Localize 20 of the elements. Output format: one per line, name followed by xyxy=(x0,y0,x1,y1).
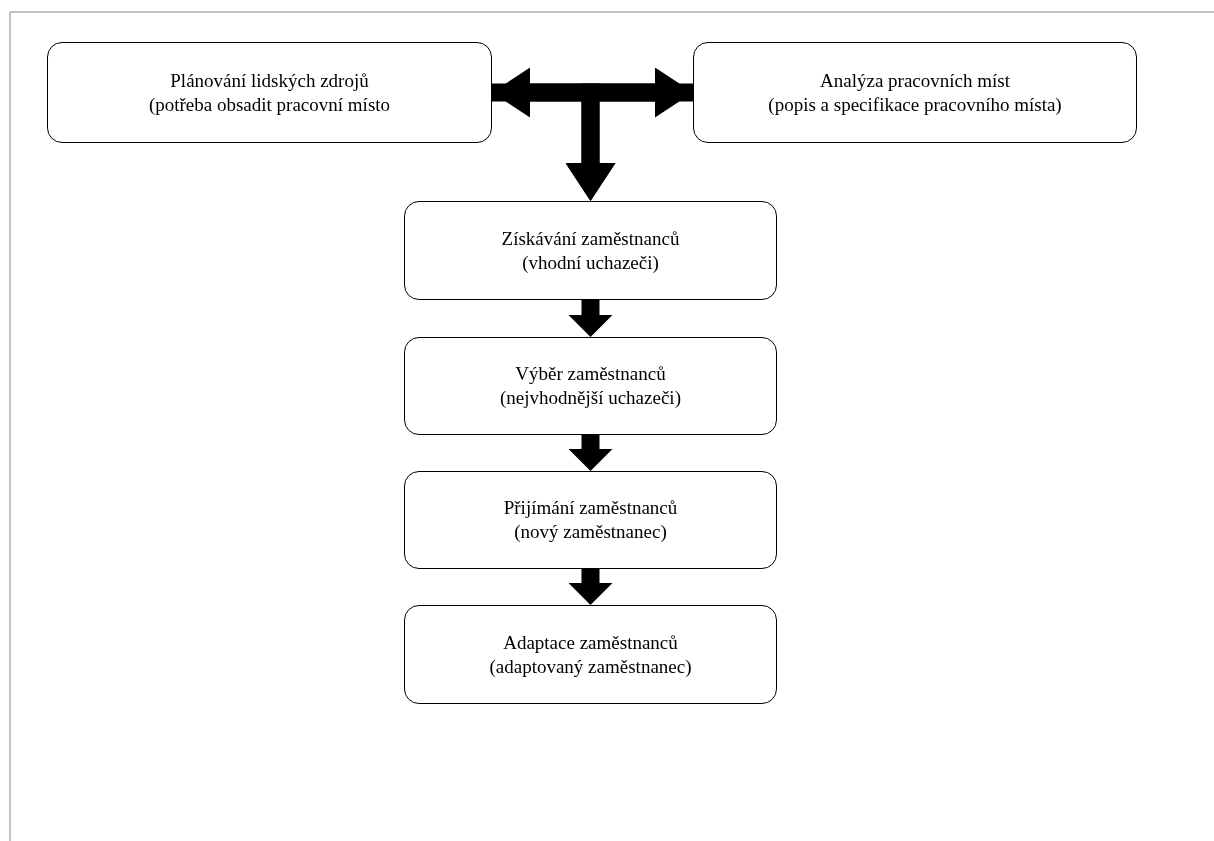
box-description: (nejvhodnější uchazeči) xyxy=(500,386,681,410)
box-description: (vhodní uchazeči) xyxy=(522,250,659,275)
box-description: (popis a specifikace pracovního místa) xyxy=(768,92,1062,117)
process-box xyxy=(404,605,777,704)
process-box xyxy=(404,471,777,569)
box-description: (nový zaměstnanec) xyxy=(514,520,667,544)
process-box xyxy=(404,201,777,300)
process-box xyxy=(693,42,1137,143)
process-box xyxy=(404,337,777,435)
box-heading: Adaptace zaměstnanců xyxy=(503,630,678,655)
box-heading: Plánování lidských zdrojů xyxy=(170,68,369,93)
box-heading: Získávání zaměstnanců xyxy=(501,226,680,251)
box-heading: Výběr zaměstnanců xyxy=(515,362,666,386)
process-box xyxy=(47,42,492,143)
block-arrow xyxy=(568,569,613,605)
box-description: (potřeba obsadit pracovní místo xyxy=(148,92,391,117)
box-description: (adaptovaný zaměstnanec) xyxy=(489,654,692,679)
box-heading: Analýza pracovních míst xyxy=(820,68,1010,93)
block-arrow xyxy=(568,435,613,471)
box-heading: Přijímání zaměstnanců xyxy=(503,496,678,520)
